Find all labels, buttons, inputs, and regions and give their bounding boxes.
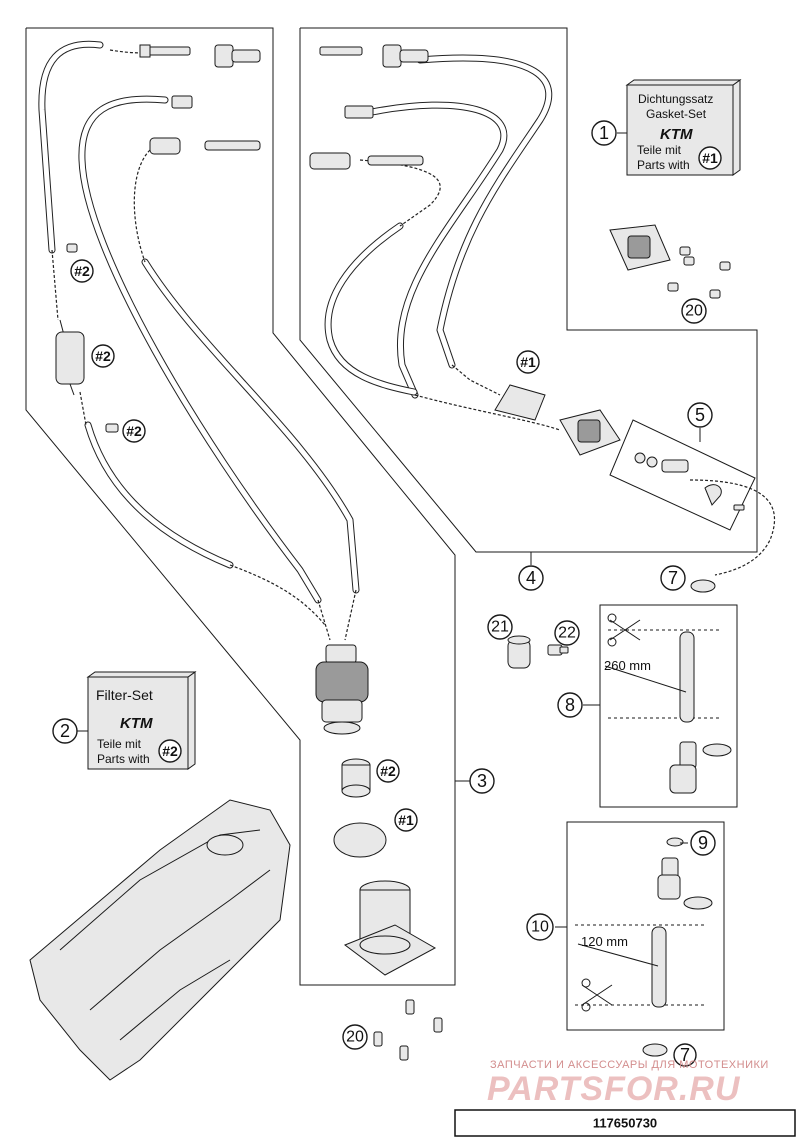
group-8-frame xyxy=(599,604,738,808)
gasket-box-line4: Parts with xyxy=(637,158,690,172)
gasket-box-ref-circle xyxy=(698,146,722,170)
ref-2-a: #2 xyxy=(70,259,94,283)
pump-flange-housing xyxy=(343,880,437,976)
group-3-frame xyxy=(25,27,456,986)
group-3-hoses xyxy=(38,40,360,641)
callout-20-top: 20 xyxy=(681,298,707,324)
watermark-tagline: ЗАПЧАСТИ И АКСЕССУАРЫ ДЛЯ МОТОТЕХНИКИ xyxy=(490,1059,769,1071)
pump-o-ring xyxy=(333,822,387,858)
callout-4: 4 xyxy=(518,565,544,591)
callout-5: 5 xyxy=(687,402,713,428)
document-number: 117650730 xyxy=(593,1116,657,1131)
ref-1-a: #1 xyxy=(516,350,540,374)
svg-text:1: 1 xyxy=(599,123,609,143)
svg-text:#1: #1 xyxy=(398,812,414,828)
callout-2: 2 xyxy=(52,718,78,744)
group-4-frame xyxy=(299,27,758,553)
svg-text:7: 7 xyxy=(680,1045,690,1065)
svg-text:2: 2 xyxy=(60,721,70,741)
filter-box-line2: Parts with xyxy=(97,752,150,766)
svg-text:#2: #2 xyxy=(380,763,396,779)
bolts-20-bottom xyxy=(373,999,443,1061)
svg-text:7: 7 xyxy=(668,568,678,588)
flange-top-right xyxy=(609,224,731,299)
callout-3: 3 xyxy=(469,768,495,794)
gasket-box-line2: Gasket-Set xyxy=(646,107,707,121)
svg-text:9: 9 xyxy=(698,833,708,853)
flange-gasket-group-4 xyxy=(494,384,621,456)
svg-text:5: 5 xyxy=(695,405,705,425)
svg-text:8: 8 xyxy=(565,695,575,715)
hose-clamp-small-2 xyxy=(105,423,119,433)
document-number-box xyxy=(454,1109,796,1137)
ref-2-c: #2 xyxy=(122,419,146,443)
hose-8-length: 260 mm xyxy=(604,658,651,673)
svg-text:#2: #2 xyxy=(95,348,111,364)
connector-set-top-right xyxy=(309,44,429,170)
tank-frame xyxy=(29,799,291,1081)
svg-text:20: 20 xyxy=(346,1029,364,1046)
callout-7-top: 7 xyxy=(660,565,686,591)
callout-8: 8 xyxy=(557,692,583,718)
hose-10 xyxy=(575,837,713,1012)
callout-1: 1 xyxy=(591,120,617,146)
ref-2-b: #2 xyxy=(91,344,115,368)
fuel-filter xyxy=(55,319,85,396)
callout-10: 10 xyxy=(526,913,554,941)
filter-box-line1: Teile mit xyxy=(97,737,142,751)
gasket-box-brand: KTM xyxy=(660,126,693,143)
svg-text:20: 20 xyxy=(685,303,703,320)
part-22-bolt xyxy=(547,644,569,656)
svg-text:22: 22 xyxy=(558,625,576,642)
gasket-box-line3: Teile mit xyxy=(637,143,682,157)
clamp-7-top xyxy=(690,579,716,593)
svg-text:#2: #2 xyxy=(126,423,142,439)
svg-text:3: 3 xyxy=(477,771,487,791)
callout-22: 22 xyxy=(554,620,580,646)
fuel-pump xyxy=(315,644,369,735)
svg-text:10: 10 xyxy=(531,919,549,936)
pump-filter-sleeve xyxy=(341,758,371,798)
gasket-box-line1: Dichtungssatz xyxy=(638,92,713,106)
group-10-frame xyxy=(566,821,725,1031)
sensor-group-5 xyxy=(634,452,745,511)
svg-text:4: 4 xyxy=(526,568,536,588)
part-21-clamp xyxy=(507,635,531,669)
callout-leaders xyxy=(77,132,701,928)
filter-box-ref-circle xyxy=(158,739,182,763)
hose-8 xyxy=(604,613,732,794)
group-4-hoses xyxy=(324,54,776,576)
hose-clamp-small-1 xyxy=(66,243,78,253)
ref-1-b: #1 xyxy=(394,808,418,832)
filter-box-title: Filter-Set xyxy=(96,687,153,703)
watermark-logo: PARTSFOR.RU xyxy=(487,1070,741,1108)
hose-10-length: 120 mm xyxy=(581,934,628,949)
filter-box-ref: #2 xyxy=(162,743,178,759)
svg-text:#2: #2 xyxy=(74,263,90,279)
svg-text:#1: #1 xyxy=(520,354,536,370)
callout-7-bottom: 7 xyxy=(673,1043,697,1067)
clamp-7-bottom xyxy=(642,1043,668,1057)
callout-9: 9 xyxy=(690,830,716,856)
callout-21: 21 xyxy=(487,614,513,640)
ref-2-d: #2 xyxy=(376,759,400,783)
group-5-frame xyxy=(609,419,756,531)
filter-box-brand: KTM xyxy=(120,715,153,732)
svg-text:21: 21 xyxy=(491,619,509,636)
callout-20-bottom: 20 xyxy=(342,1024,368,1050)
gasket-box-ref: #1 xyxy=(702,150,718,166)
connector-set-top-left xyxy=(139,44,261,155)
